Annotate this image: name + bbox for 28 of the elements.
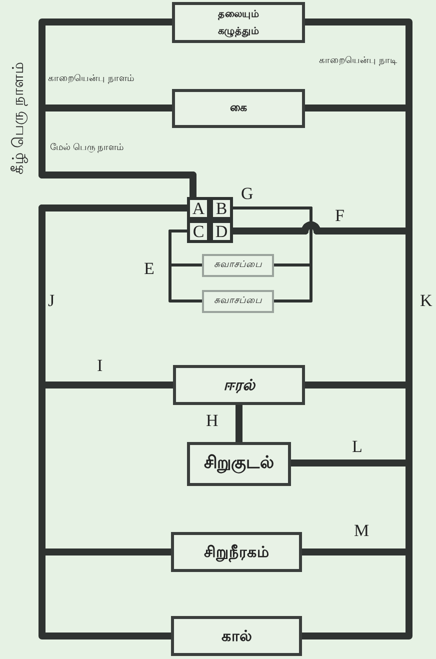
letter-label: J: [48, 290, 55, 312]
heart-chamber-box: C: [187, 220, 210, 243]
organ-box: சிறுகுடல்: [187, 442, 291, 486]
letter-label: L: [352, 436, 362, 458]
vessel-label: காறையென்பு நாளம்: [48, 74, 135, 86]
letter-label: H: [206, 410, 218, 432]
organ-box: கால்: [171, 616, 302, 656]
vessel-label: மேல் பெரு நாளம்: [50, 143, 125, 154]
organ-box: ஈரல்: [173, 365, 305, 405]
letter-label: F: [335, 205, 344, 226]
letter-label: E: [144, 258, 154, 280]
organ-box: சிறுநீரகம்: [171, 532, 302, 572]
letter-label: K: [420, 290, 432, 312]
vessel-line: [168, 230, 202, 302]
heart-chamber-box: D: [210, 220, 233, 243]
letter-label: G: [241, 183, 254, 204]
lung-box: சுவாசப்பை: [202, 254, 274, 277]
heart-chamber-box: B: [210, 197, 233, 220]
lung-box: சுவாசப்பை: [202, 290, 274, 313]
vessel-label: கீழ் பெரு நாளம்: [8, 60, 29, 176]
vessel-label: காறையென்பு நாடி: [318, 56, 398, 68]
organ-box: கை: [172, 89, 305, 128]
letter-label: M: [354, 520, 370, 542]
vessel-line: [233, 206, 312, 302]
letter-label: I: [97, 355, 103, 376]
organ-box: தலையும் கழுத்தும்: [172, 2, 305, 43]
vessel-line: [236, 405, 242, 442]
heart-chamber-box: A: [187, 197, 210, 220]
